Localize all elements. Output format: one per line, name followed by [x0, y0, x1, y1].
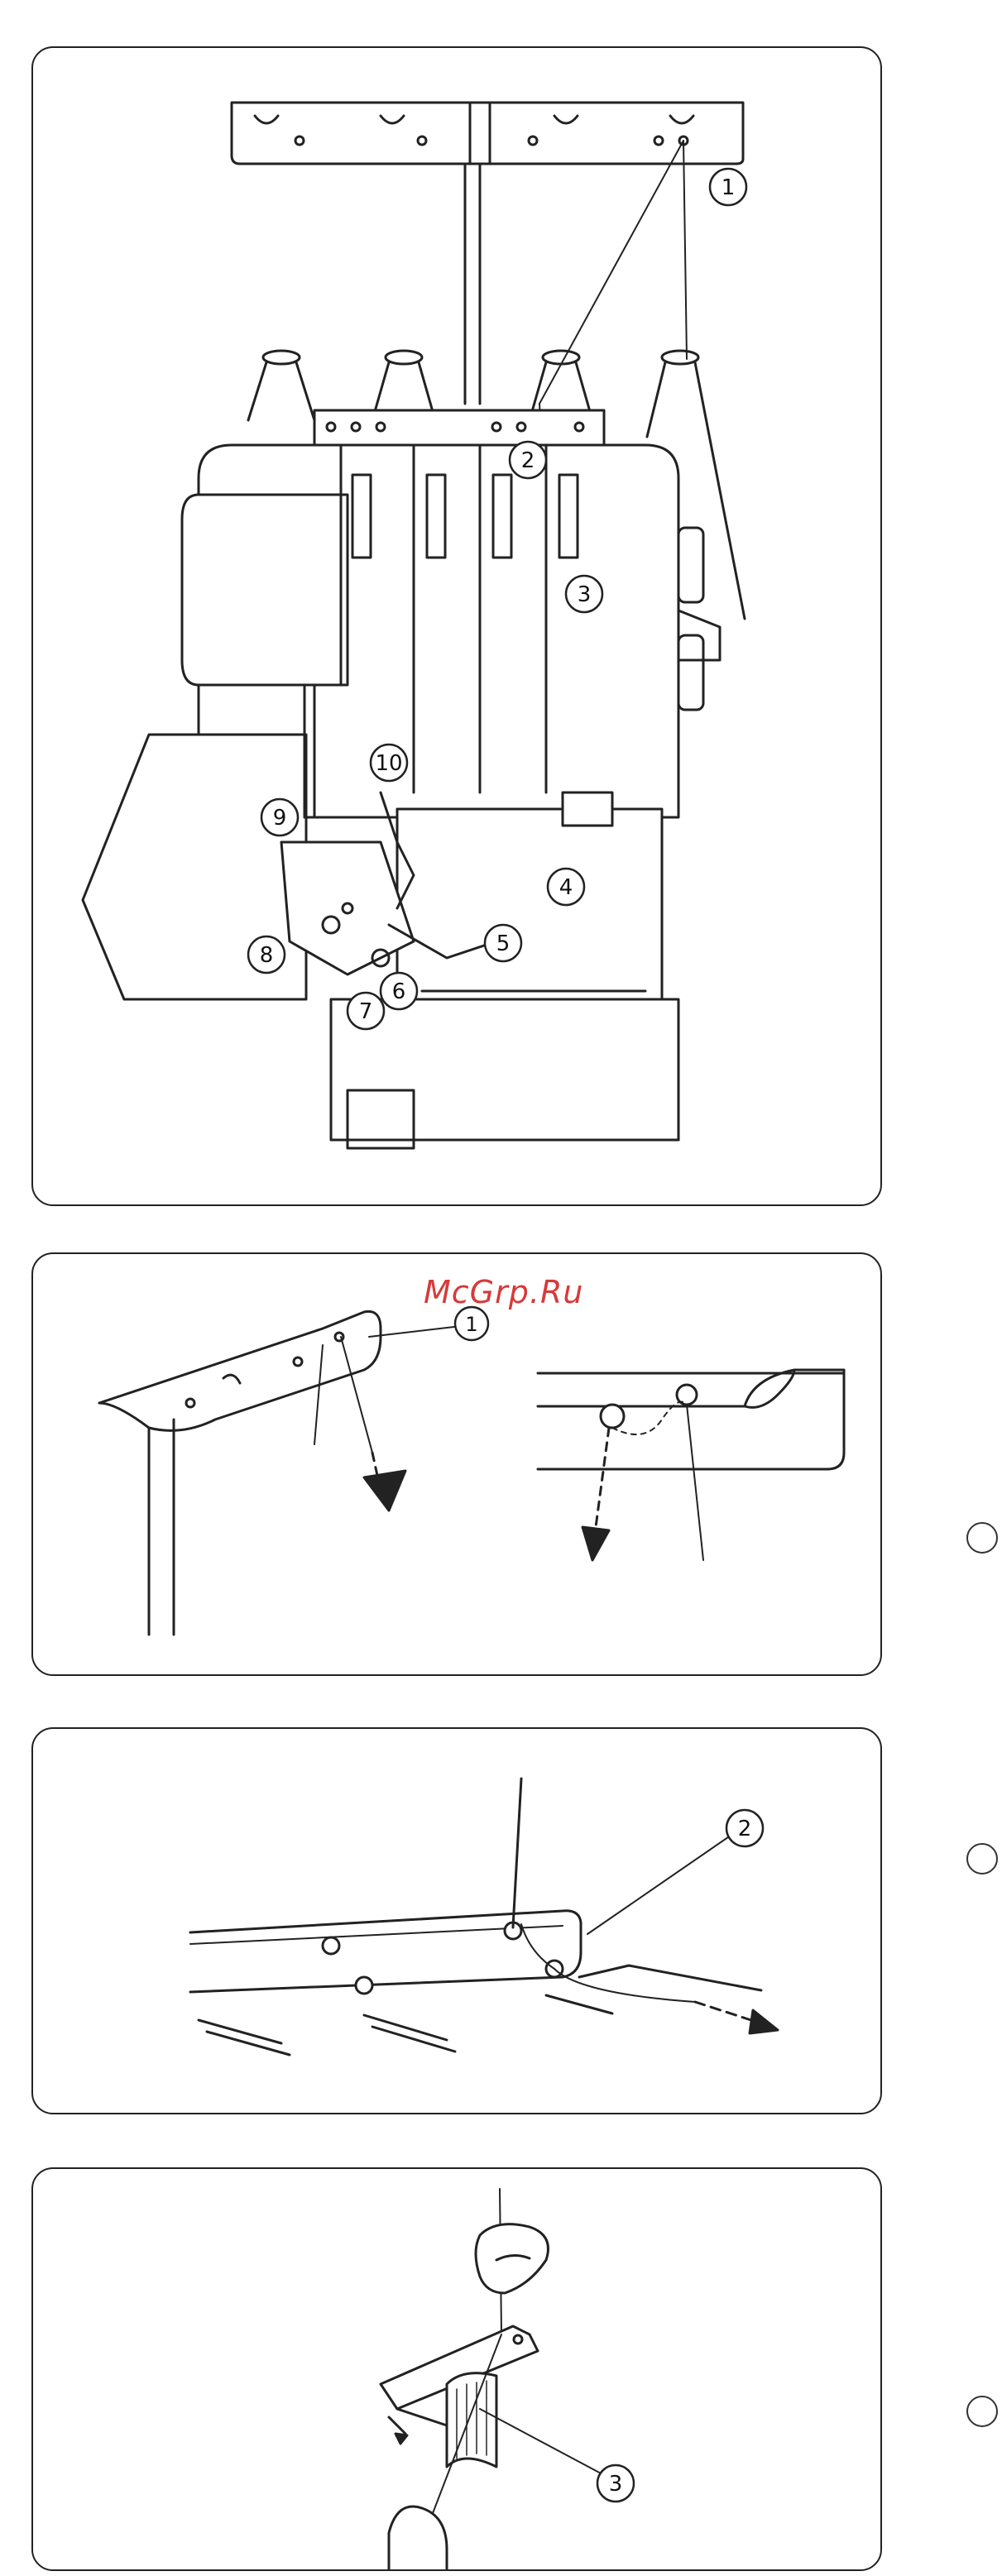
tension-dial-illustration: 3 — [33, 2169, 882, 2571]
margin-circle-marker — [966, 2396, 998, 2427]
callout-2: 2 — [738, 1817, 752, 1841]
callout-2: 2 — [521, 448, 535, 473]
callout-1: 1 — [465, 1313, 477, 1336]
watermark: McGrp.Ru — [424, 1274, 583, 1310]
tension-dial-panel: 3 — [31, 2167, 882, 2571]
top-plate-guide-illustration: 2 — [33, 1729, 882, 2114]
overlocker-threading-diagram-panel: 1 2 3 4 5 6 7 8 9 10 — [31, 46, 882, 1206]
callout-3: 3 — [578, 582, 592, 607]
callout-10: 10 — [375, 751, 402, 776]
thread-guide-detail-panel: 1 — [31, 1252, 882, 1676]
callout-7: 7 — [359, 999, 373, 1024]
margin-circle-marker — [966, 1843, 998, 1875]
callout-3: 3 — [609, 2472, 623, 2497]
margin-circle-marker — [966, 1522, 998, 1554]
thread-guide-illustration: 1 — [33, 1254, 882, 1676]
callout-8: 8 — [260, 943, 274, 968]
overlocker-illustration: 1 2 3 4 5 6 7 8 9 10 — [33, 48, 882, 1206]
callout-5: 5 — [496, 931, 511, 956]
callout-6: 6 — [392, 979, 406, 1004]
callout-1: 1 — [722, 175, 736, 200]
top-plate-guide-panel: 2 — [31, 1727, 882, 2114]
callout-9: 9 — [273, 806, 287, 831]
callout-4: 4 — [559, 875, 573, 900]
